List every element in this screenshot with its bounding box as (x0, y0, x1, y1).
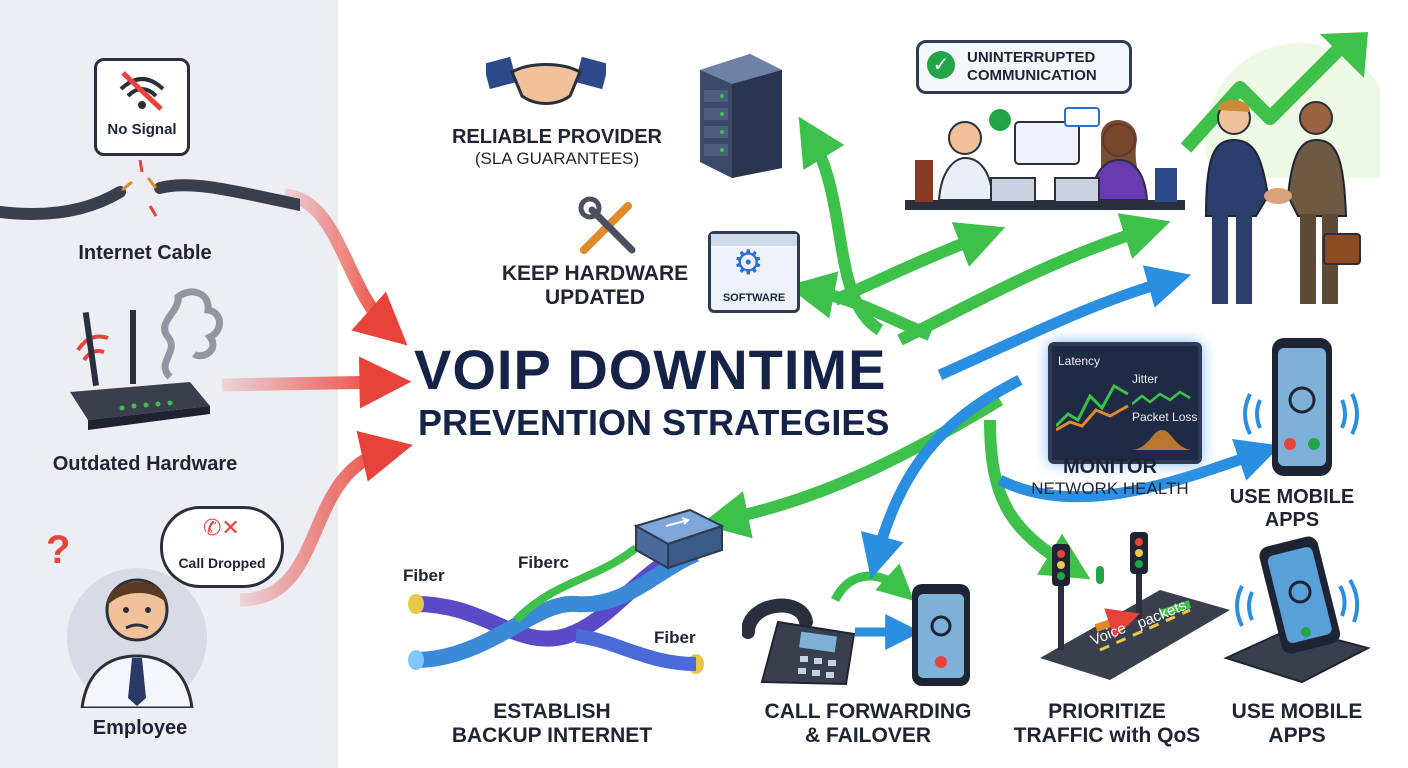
red-arrow-hardware (221, 356, 412, 409)
desk-phone-icon (742, 598, 856, 686)
network-switch-icon (633, 508, 725, 570)
blue-arrow-monitor (937, 265, 1192, 381)
blue-arrow-mobile (997, 439, 1281, 503)
broken-cable-icon (0, 159, 300, 220)
page-title: VOIP DOWNTIME (414, 338, 887, 401)
page-subtitle: PREVENTION STRATEGIES (418, 402, 890, 443)
office-workers-icon (905, 107, 1185, 210)
blue-arrow-forward (860, 375, 1023, 580)
green-arrow-growth (897, 213, 1171, 346)
provider-label: RELIABLE PROVIDER (SLA GUARANTEES) (451, 126, 663, 168)
qos-label: PRIORITIZE TRAFFIC with QoS (1013, 700, 1201, 748)
question-mark-icon: ? (46, 528, 71, 572)
fiber-label-3: Fiber (654, 628, 696, 647)
employee-label: Employee (92, 717, 188, 739)
call-dropped-text: Call Dropped (178, 555, 266, 571)
no-signal-bubble: No Signal (94, 58, 190, 156)
red-arrow-employee (239, 430, 413, 607)
network-monitor-icon: Latency Jitter Packet Loss (1048, 342, 1202, 464)
handshake-icon (486, 56, 606, 105)
green-arrow-uninterrupted (832, 222, 1006, 306)
forwarding-label: CALL FORWARDING & FAILOVER (764, 700, 972, 748)
wifi-off-icon (119, 71, 165, 111)
internet-cable-label: Internet Cable (78, 242, 212, 264)
fiber-label-2: Fiberc (518, 553, 570, 572)
router-icon (70, 310, 210, 430)
call-dropped-bubble: ✆✕ Call Dropped (160, 506, 284, 588)
uninterrupted-badge: ✓ UNINTERRUPTED COMMUNICATION (916, 40, 1132, 94)
server-icon (700, 54, 782, 178)
smoke-icon (161, 288, 223, 380)
mobile-apps-bottom-label: USE MOBILE APPS (1231, 700, 1363, 748)
red-arrow-cable (283, 188, 408, 346)
smartphone-call-icon (1243, 338, 1359, 476)
green-arrow-qos (984, 419, 1091, 580)
traffic-light-icon (1040, 532, 1230, 680)
fiber-cables-icon (408, 544, 704, 674)
fiber-label-1: Fiber (403, 566, 445, 585)
businessmen-handshake-icon (1204, 99, 1361, 304)
green-arrow-provider (798, 116, 884, 336)
mobile-apps-top-label: USE MOBILE APPS (1229, 486, 1355, 531)
checkmark-icon: ✓ (927, 51, 955, 79)
software-window: ⚙ SOFTWARE (708, 231, 800, 313)
outdated-hardware-label: Outdated Hardware (52, 453, 238, 475)
phone-x-icon: ✆✕ (203, 515, 240, 540)
software-text: SOFTWARE (722, 292, 786, 304)
hardware-strategy-label: KEEP HARDWARE UPDATED (501, 262, 689, 310)
mobile-phone-stand-icon (1223, 536, 1371, 684)
monitor-label: MONITOR NETWORK HEALTH (1031, 456, 1189, 498)
software-gear-icon: ⚙ (733, 244, 764, 282)
worried-employee-icon (67, 568, 207, 708)
backup-internet-label: ESTABLISH BACKUP INTERNET (451, 700, 653, 748)
wrench-screwdriver-icon (578, 196, 636, 254)
mobile-phone-icon (912, 584, 970, 686)
no-signal-text: No Signal (107, 121, 177, 138)
